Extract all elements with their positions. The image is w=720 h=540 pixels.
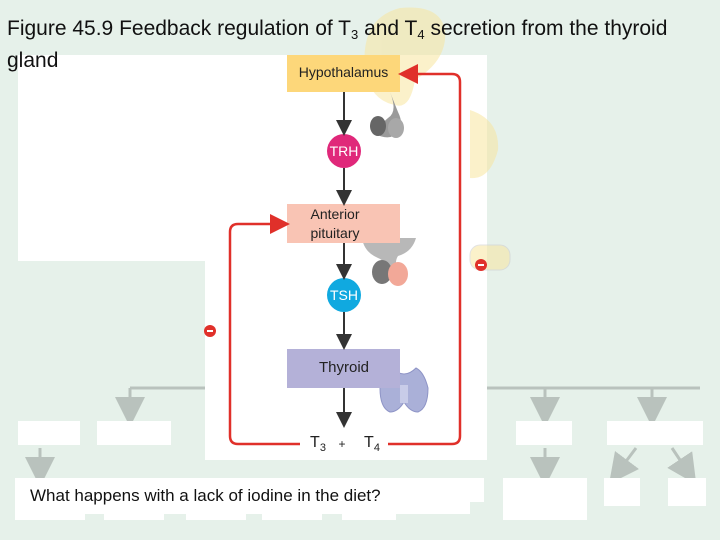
anterior-pituitary-line1: Anterior xyxy=(310,206,360,222)
trh-label: TRH xyxy=(329,143,359,159)
pituitary-gland-icon xyxy=(370,92,404,138)
feedback-loop-inner xyxy=(228,214,300,446)
anterior-pituitary-line2: pituitary xyxy=(310,225,360,241)
negative-feedback-icon xyxy=(475,259,487,271)
hypothalamus-box xyxy=(287,55,400,92)
plus-sign: + xyxy=(338,437,346,451)
feedback-loop-outer xyxy=(388,64,462,446)
pituitary-gland-icon-2 xyxy=(362,238,416,286)
anterior-pituitary-label: Anterior pituitary xyxy=(287,205,383,243)
question-text: What happens with a lack of iodine in th… xyxy=(22,478,470,514)
tsh-circle xyxy=(327,278,361,312)
t3-label: T3 xyxy=(310,434,326,455)
hypothalamus-label: Hypothalamus xyxy=(298,64,389,80)
thyroid-box xyxy=(287,349,400,388)
anterior-pituitary-box xyxy=(287,204,400,243)
tsh-label: TSH xyxy=(330,287,358,303)
t4-label: T4 xyxy=(364,434,380,455)
figure-title: Figure 45.9 Feedback regulation of T3 an… xyxy=(7,17,668,72)
trh-circle xyxy=(327,134,361,168)
center-panel xyxy=(205,55,487,460)
negative-feedback-icon xyxy=(204,325,216,337)
thyroid-label: Thyroid xyxy=(318,359,370,376)
